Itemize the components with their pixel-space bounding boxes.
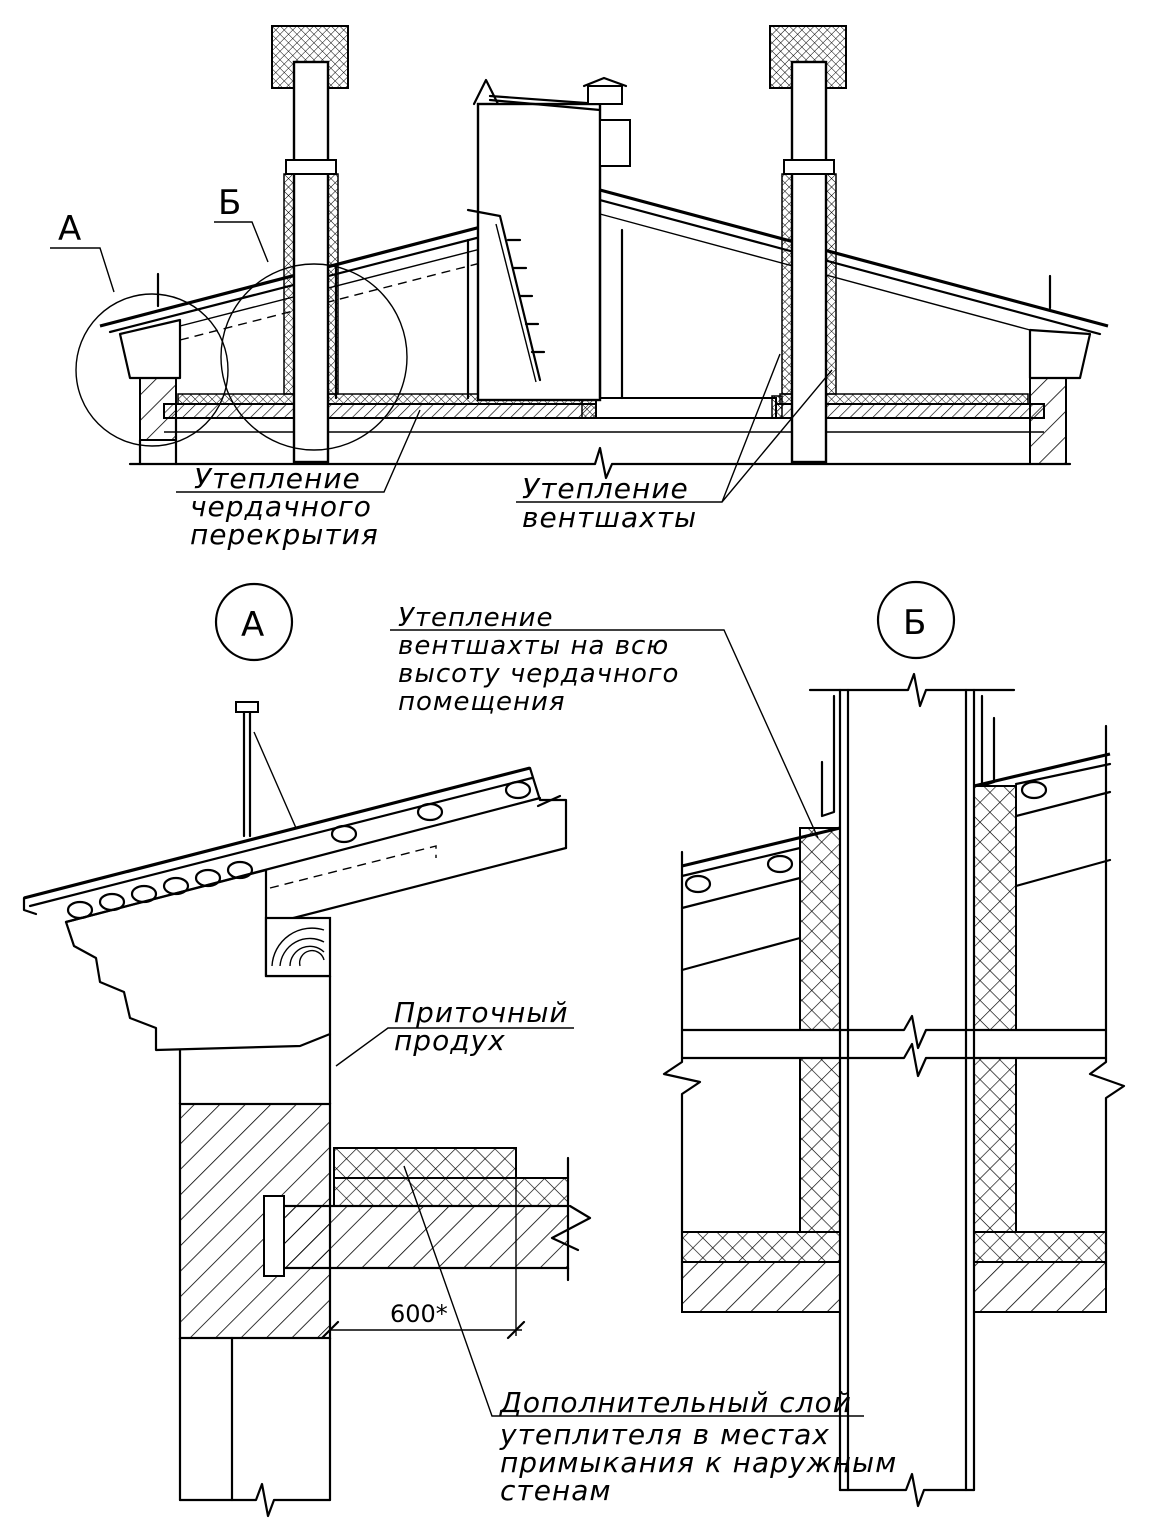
detail-a-insulation: [333, 1177, 569, 1207]
svg-text:вентшахты на всю: вентшахты на всю: [398, 631, 669, 661]
svg-text:примыкания к наружным: примыкания к наружным: [500, 1446, 897, 1479]
detail-b-title: Б: [903, 603, 926, 643]
overview-section: А Б Утепление чердачного перекрытия Утеп…: [50, 25, 1109, 551]
svg-text:вентшахты: вентшахты: [522, 501, 697, 534]
detail-b-title-circle: [876, 580, 956, 660]
central-dormer: [334, 76, 631, 402]
detail-b-floor-insulation-left: [681, 1231, 841, 1263]
marker-b-label: Б: [218, 183, 241, 223]
svg-text:утеплителя в местах: утеплителя в местах: [499, 1418, 830, 1451]
detail-circle-b: [220, 263, 408, 451]
detail-b-roof-right: [973, 752, 1111, 788]
svg-text:Утепление: Утепление: [522, 472, 689, 505]
label-extra-layer: Дополнительный слой утеплителя в местах …: [403, 1165, 897, 1507]
ground-line: [128, 446, 1072, 480]
svg-text:высоту чердачного: высоту чердачного: [398, 659, 679, 689]
label-supply-vent: Приточный продух: [335, 996, 574, 1067]
detail-b-insulation-right: [973, 785, 1017, 1031]
detail-b-slab-left: [681, 1261, 841, 1313]
detail-a-title: А: [241, 605, 264, 645]
vent-shaft-left: [271, 25, 349, 464]
svg-text:помещения: помещения: [398, 687, 566, 717]
detail-b-shaft: [838, 688, 976, 1492]
svg-text:чердачного: чердачного: [190, 490, 372, 523]
svg-text:Утепление: Утепление: [194, 462, 361, 495]
detail-a-title-circle: [214, 582, 294, 662]
detail-a-insulation-extra: [333, 1147, 517, 1179]
marker-a-label: А: [58, 209, 81, 249]
svg-text:Дополнительный слой: Дополнительный слой: [498, 1386, 852, 1419]
detail-a-dimension: 600*: [320, 1150, 526, 1340]
detail-a-roof: [23, 766, 531, 900]
detail-a-wall: [178, 1032, 332, 1106]
detail-b-insulation-left: [799, 827, 841, 1031]
left-wall: [139, 377, 177, 441]
svg-text:600*: 600*: [390, 1300, 448, 1328]
detail-a-battens: [66, 780, 532, 920]
right-wall: [1029, 377, 1067, 465]
roof-right: [599, 188, 1109, 328]
detail-a-wallplate: [264, 916, 332, 978]
svg-text:продух: продух: [394, 1024, 506, 1057]
svg-text:Приточный: Приточный: [394, 996, 569, 1029]
svg-text:перекрытия: перекрытия: [190, 518, 379, 551]
vent-shaft-right: [769, 25, 847, 464]
label-shaft-full-height: Утепление вентшахты на всю высоту чердач…: [390, 603, 819, 839]
svg-text:Утепление: Утепление: [398, 603, 554, 633]
svg-text:стенам: стенам: [500, 1474, 612, 1507]
floor-opening: [595, 397, 777, 419]
detail-b: Б Утепление вентшахт: [390, 580, 1126, 1508]
label-floor-insulation: Утепление чердачного перекрытия: [176, 409, 421, 551]
detail-a: А: [22, 582, 897, 1518]
label-shaft-insulation: Утепление вентшахты: [516, 353, 833, 534]
detail-circle-a: [75, 293, 229, 447]
